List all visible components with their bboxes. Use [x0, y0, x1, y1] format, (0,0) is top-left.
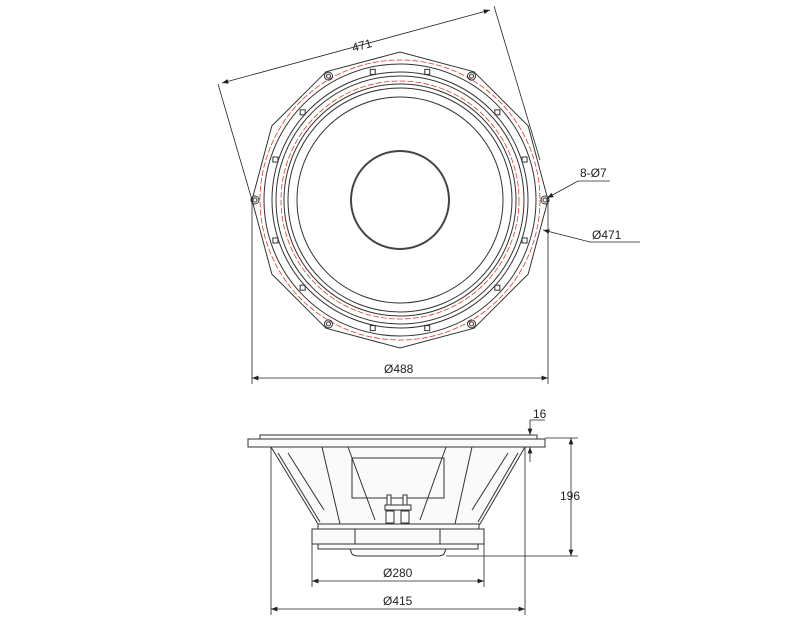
extension-line [217, 83, 253, 201]
mounting-hole [542, 197, 548, 203]
basket-arm [471, 452, 509, 511]
leader-circle [542, 229, 640, 243]
gasket-notch [272, 156, 279, 163]
dim-label-196: 196 [560, 489, 580, 503]
gasket-notch [299, 109, 306, 116]
basket-arm [419, 446, 447, 521]
mounting-hole [467, 319, 476, 329]
side-view: 16 196 Ø280 Ø415 [247, 407, 580, 615]
gasket-notch [424, 68, 431, 75]
basket-arm [321, 446, 341, 525]
surround-ring [275, 75, 525, 325]
gasket-notch [494, 284, 501, 291]
gasket-notch [521, 156, 528, 163]
leader-holes [546, 180, 610, 199]
basket-arm [477, 452, 519, 523]
surround-ring-2 [283, 83, 517, 317]
top-plate [317, 523, 480, 530]
mounting-hole [324, 71, 333, 81]
basket-arm [287, 452, 325, 511]
surround-outer [271, 71, 529, 329]
mounting-hole [326, 73, 331, 79]
mounting-hole [252, 197, 258, 203]
mounting-holes [250, 68, 550, 332]
basket [270, 446, 526, 525]
dim-label-16: 16 [533, 407, 547, 421]
mounting-hole [250, 195, 260, 205]
basket-arm [454, 446, 473, 525]
dim-label-280: Ø280 [383, 566, 413, 580]
mounting-hole [540, 195, 550, 205]
cone-edge [296, 96, 504, 304]
frame-outline [251, 51, 549, 349]
mounting-hole [469, 321, 474, 327]
pole-vent [349, 548, 447, 557]
dim-label-488: Ø488 [384, 362, 414, 376]
gasket-notch [521, 237, 528, 244]
gasket-notch [369, 68, 376, 75]
terminals [384, 494, 412, 524]
spider [351, 457, 445, 499]
mounting-hole [326, 321, 331, 327]
gasket-notch [494, 109, 501, 116]
dust-cap [350, 150, 450, 250]
gasket-notch [369, 325, 376, 332]
bolt-circle-outer [259, 59, 541, 341]
mounting-hole [324, 319, 333, 329]
gasket-notch [424, 325, 431, 332]
surround-inner [287, 87, 513, 313]
gasket-notch [272, 237, 279, 244]
surround-center-line [280, 80, 520, 320]
extension-line [493, 5, 541, 161]
back-plate [317, 543, 479, 550]
top-view: 471 8-Ø7 Ø471 Ø488 [217, 5, 640, 384]
flange-ring [263, 63, 537, 337]
mounting-hole [467, 71, 476, 81]
flange [247, 438, 546, 448]
magnet [311, 528, 485, 545]
dim-label-circle: Ø471 [592, 228, 622, 242]
dim-label-471: 471 [350, 36, 373, 55]
gasket [259, 434, 538, 440]
basket-arm [277, 452, 321, 523]
dim-label-415: Ø415 [383, 594, 413, 608]
gasket-notch [299, 284, 306, 291]
dimension-line-471 [221, 9, 491, 84]
dim-label-holes: 8-Ø7 [580, 166, 607, 180]
mounting-hole [469, 73, 474, 79]
